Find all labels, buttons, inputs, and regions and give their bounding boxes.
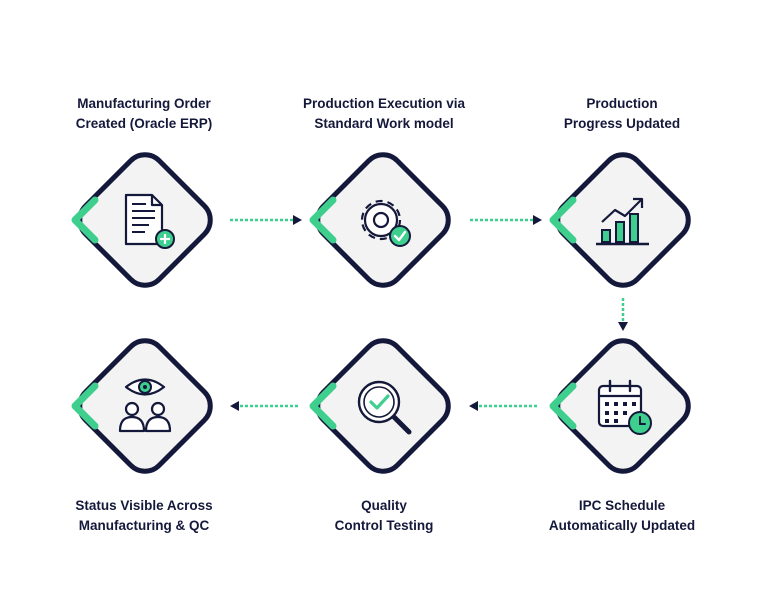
step-tile-ipc-schedule [549,332,696,479]
label-line: Production [586,96,658,111]
label-line: Manufacturing & QC [78,518,210,533]
connector-1-2 [230,215,302,225]
label-line: Automatically Updated [548,518,696,533]
label-line: Standard Work model [314,116,454,131]
step-label-manufacturing-order: Manufacturing Order Created (Oracle ERP) [34,94,254,134]
step-label-ipc-schedule: IPC Schedule Automatically Updated [512,496,732,536]
label-line: Created (Oracle ERP) [75,116,213,131]
step-tile-manufacturing-order [71,146,218,293]
step-tile-production-execution [309,146,456,293]
label-line: Progress Updated [563,116,681,131]
step-label-quality-control: Quality Control Testing [274,496,494,536]
step-tile-status-visible [71,332,218,479]
label-line: Manufacturing Order [77,96,211,111]
document-plus-icon [124,193,175,249]
magnifier-check-icon [357,380,412,435]
step-label-production-progress: Production Progress Updated [512,94,732,134]
step-tile-quality-control [309,332,456,479]
label-line: Control Testing [334,518,434,533]
connector-4-5 [469,401,537,411]
label-line: Production Execution via [302,96,466,111]
step-tile-production-progress [549,146,696,293]
bar-chart-trend-icon [596,197,649,246]
step-label-status-visible: Status Visible Across Manufacturing & QC [34,496,254,536]
connector-2-3 [470,215,542,225]
label-line: IPC Schedule [578,498,666,513]
label-line: Quality [361,498,407,513]
gear-check-icon [360,199,411,247]
step-label-production-execution: Production Execution via Standard Work m… [274,94,494,134]
calendar-clock-icon [597,379,652,435]
connector-3-4 [618,298,628,331]
eye-users-icon [118,378,172,433]
label-line: Status Visible Across [75,498,213,513]
connector-5-6 [230,401,298,411]
